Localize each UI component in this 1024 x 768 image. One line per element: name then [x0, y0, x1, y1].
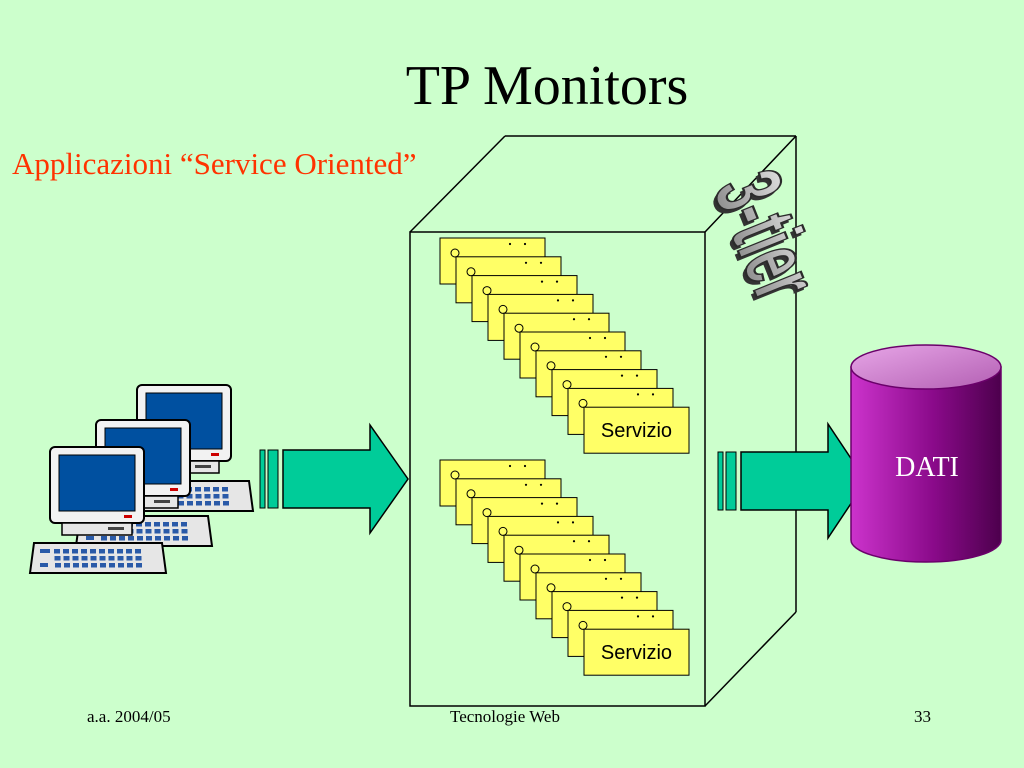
three-tier-wordart: 3-tier 3-tier — [690, 156, 840, 317]
footer-course: Tecnologie Web — [450, 707, 560, 726]
service-card-front: Servizio — [583, 406, 690, 454]
database-cylinder: DATI — [850, 344, 1002, 563]
footer-date: a.a. 2004/05 — [87, 707, 171, 726]
tp-monitor-box — [409, 135, 797, 707]
client-computers — [28, 384, 255, 574]
slide-subtitle: Applicazioni “Service Oriented” — [12, 146, 417, 181]
slide-title: TP Monitors — [405, 55, 689, 117]
service-stack-bottom: Servizio — [439, 459, 690, 676]
service-card-front: Servizio — [583, 628, 690, 676]
monitor-to-database-arrow — [717, 421, 867, 541]
service-label: Servizio — [601, 420, 672, 442]
service-stack-top: Servizio — [439, 237, 690, 454]
database-label: DATI — [895, 452, 959, 483]
tier-label: 3-tier — [693, 157, 839, 314]
client-to-monitor-arrow — [259, 422, 409, 536]
footer-page-number: 33 — [914, 707, 931, 726]
computer-icon — [28, 446, 168, 574]
service-label: Servizio — [601, 642, 672, 664]
